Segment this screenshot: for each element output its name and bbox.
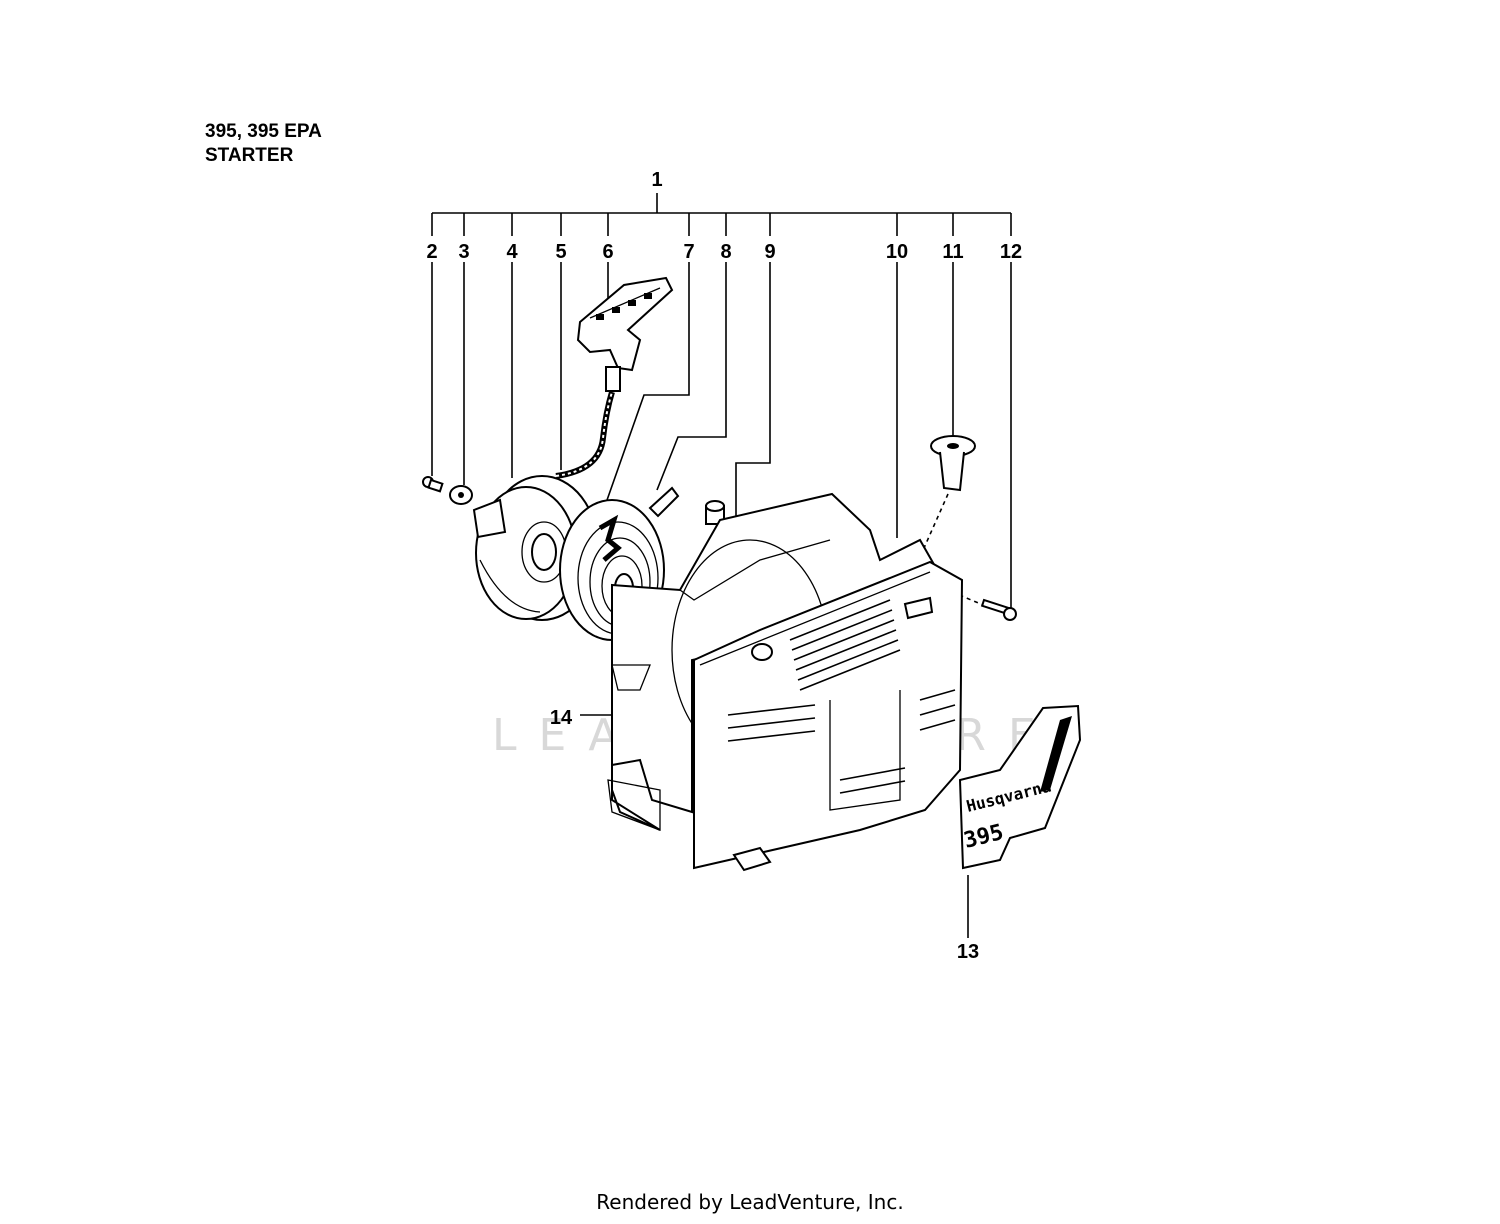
callout-14: 14 — [550, 707, 573, 729]
callout-9: 9 — [764, 241, 775, 263]
callout-11: 11 — [942, 241, 963, 263]
callout-4: 4 — [506, 241, 518, 263]
callout-10: 10 — [886, 241, 908, 263]
callout-5: 5 — [555, 241, 566, 263]
callout-3: 3 — [458, 241, 469, 263]
part-washer — [449, 485, 473, 505]
footer-credit: Rendered by LeadVenture, Inc. — [596, 1190, 904, 1214]
callout-12: 12 — [1000, 241, 1022, 263]
part-starter-rope — [555, 391, 615, 479]
part-decal: Husqvarna 395 — [958, 704, 1082, 870]
part-screw — [422, 476, 444, 493]
callout-7: 7 — [683, 241, 694, 263]
callout-8: 8 — [720, 241, 731, 263]
callout-1: 1 — [651, 169, 662, 191]
part-starter-housing — [607, 492, 964, 872]
leader-lines — [431, 262, 1012, 938]
callout-13: 13 — [957, 941, 979, 963]
part-pawl — [648, 486, 680, 518]
callout-bracket — [431, 193, 1012, 236]
part-grommet — [930, 435, 976, 492]
part-starter-handle — [576, 276, 674, 392]
callout-2: 2 — [426, 241, 437, 263]
part-screw-long — [980, 598, 1017, 621]
diagram-model-title: 395, 395 EPA — [205, 121, 322, 142]
diagram-section-title: STARTER — [205, 145, 294, 166]
callout-6: 6 — [602, 241, 613, 263]
